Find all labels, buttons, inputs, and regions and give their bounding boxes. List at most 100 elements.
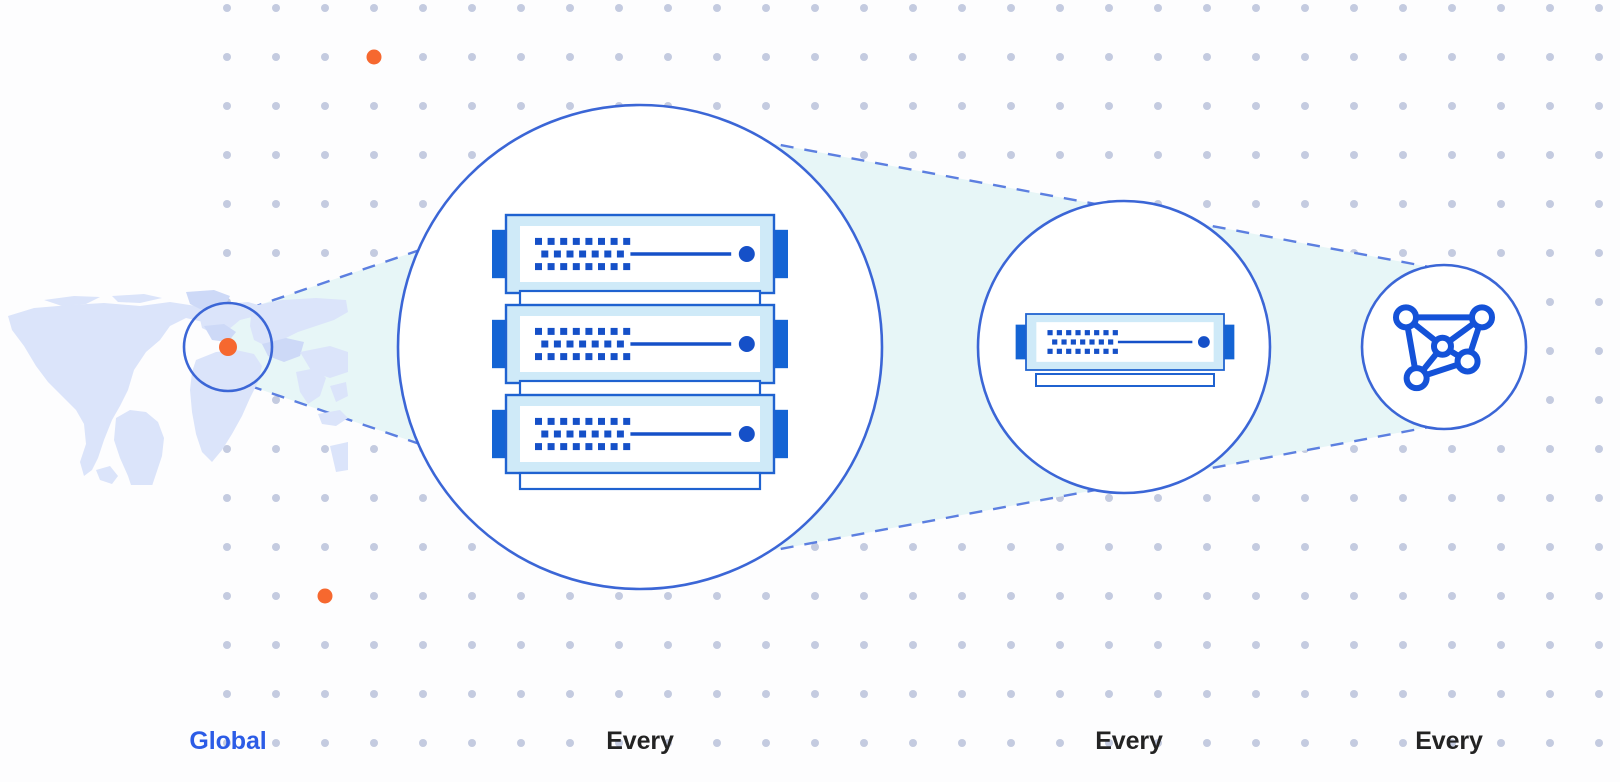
grid-dot: [1497, 592, 1505, 600]
grid-dot: [1252, 739, 1260, 747]
grid-dot: [860, 53, 868, 61]
service-node: [1454, 348, 1481, 375]
grid-dot: [370, 690, 378, 698]
caption-server[interactable]: Every server: [1029, 668, 1229, 782]
grid-dot: [1448, 592, 1456, 600]
grid-dot: [1448, 151, 1456, 159]
accent-dot: [366, 49, 382, 65]
grid-dot: [1595, 4, 1603, 12]
grid-dot: [811, 543, 819, 551]
grid-dot: [1007, 102, 1015, 110]
grid-dot: [1448, 200, 1456, 208]
caption-service[interactable]: Every service: [1349, 668, 1549, 782]
grid-dot: [321, 102, 329, 110]
server-led: [585, 237, 593, 245]
grid-dot: [1203, 102, 1211, 110]
service-node: [1393, 304, 1419, 331]
grid-dot: [517, 592, 525, 600]
grid-dot: [321, 494, 329, 502]
grid-dot: [1350, 200, 1358, 208]
grid-dot: [321, 445, 329, 453]
server-led: [560, 327, 568, 335]
grid-dot: [1154, 151, 1162, 159]
grid-dot: [713, 102, 721, 110]
grid-dot: [1350, 4, 1358, 12]
grid-dot: [615, 592, 623, 600]
server-led: [547, 263, 555, 271]
grid-dot: [909, 53, 917, 61]
grid-dot: [1497, 4, 1505, 12]
grid-dot: [223, 151, 231, 159]
grid-dot: [1399, 592, 1407, 600]
caption-data-center[interactable]: Every data center: [520, 668, 760, 782]
grid-dot: [1350, 53, 1358, 61]
server-led: [604, 250, 612, 258]
grid-dot: [1301, 690, 1309, 698]
grid-dot: [615, 739, 623, 747]
grid-dot: [664, 739, 672, 747]
server-led: [572, 237, 580, 245]
grid-dot: [321, 200, 329, 208]
grid-dot: [860, 739, 868, 747]
server-led: [598, 263, 605, 271]
grid-dot: [419, 641, 427, 649]
server-led: [610, 353, 618, 361]
grid-dot: [272, 249, 280, 257]
grid-dot: [1252, 690, 1260, 698]
caption-global-network[interactable]: Global network: [128, 668, 328, 782]
grid-dot: [1595, 200, 1603, 208]
grid-dot: [517, 641, 525, 649]
grid-dot: [615, 641, 623, 649]
grid-dot: [223, 494, 231, 502]
grid-dot: [1350, 739, 1358, 747]
server-status-dot: [1197, 336, 1210, 348]
caption-service-line1: Every: [1415, 727, 1483, 755]
server-led: [560, 443, 568, 451]
grid-dot: [713, 641, 721, 649]
grid-dot: [321, 641, 329, 649]
grid-dot: [321, 690, 329, 698]
grid-dot: [860, 151, 868, 159]
server-led: [535, 237, 542, 245]
grid-dot: [1497, 690, 1505, 698]
server-led: [535, 327, 542, 335]
grid-dot: [1154, 494, 1162, 502]
grid-dot: [713, 690, 721, 698]
server-led: [1061, 339, 1067, 345]
grid-dot: [370, 592, 378, 600]
grid-dot: [1105, 494, 1113, 502]
server-led: [560, 237, 568, 245]
grid-dot: [370, 249, 378, 257]
server-led: [585, 443, 593, 451]
grid-dot: [860, 543, 868, 551]
grid-dot: [1154, 4, 1162, 12]
server-led: [598, 327, 605, 335]
grid-dot: [1595, 102, 1603, 110]
grid-dot: [370, 445, 378, 453]
grid-dot: [566, 690, 574, 698]
grid-dot: [1056, 641, 1064, 649]
grid-dot: [762, 641, 770, 649]
grid-dot: [1448, 445, 1456, 453]
grid-dot: [713, 739, 721, 747]
grid-dot: [1301, 739, 1309, 747]
grid-dot: [1546, 151, 1554, 159]
server-led: [610, 237, 618, 245]
server-led: [623, 237, 631, 245]
grid-dot: [468, 102, 476, 110]
grid-dot: [1350, 151, 1358, 159]
grid-dot: [664, 53, 672, 61]
grid-dot: [1448, 641, 1456, 649]
grid-dot: [1252, 4, 1260, 12]
server-led: [610, 263, 618, 271]
server-led: [1047, 330, 1053, 336]
grid-dot: [223, 445, 231, 453]
server-led: [623, 353, 631, 361]
grid-dot: [370, 151, 378, 159]
server-led: [547, 417, 555, 425]
grid-dot: [1546, 494, 1554, 502]
grid-dot: [1252, 543, 1260, 551]
grid-dot: [223, 592, 231, 600]
